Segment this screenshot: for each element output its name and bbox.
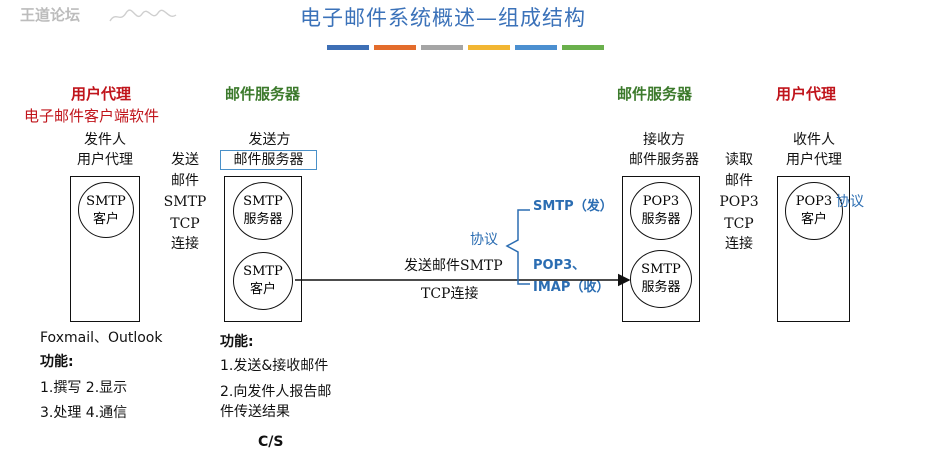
sender-label-line2: 用户代理: [77, 152, 133, 168]
client-server-label: C/S: [258, 434, 284, 450]
link-left-line1: 发送: [171, 152, 199, 168]
protocol-brace: [505, 209, 530, 285]
imap-receive-label: IMAP（收）: [533, 280, 610, 295]
link-left-line5: 连接: [171, 236, 199, 252]
title-color-bar-6: [562, 45, 604, 50]
server-functions-line2: 2.向发件人报告邮: [220, 384, 332, 400]
server-functions-line1: 1.发送&接收邮件: [220, 358, 329, 374]
send-server-bottom-line1: SMTP: [243, 264, 283, 279]
sender-label-line1: 发件人: [84, 132, 126, 148]
send-server-bottom-line2: 客户: [249, 282, 276, 297]
receiver-label-line1: 收件人: [793, 132, 835, 148]
recv-server-bottom-line1: SMTP: [641, 262, 681, 277]
pop3-label: POP3、: [533, 258, 586, 273]
protocol-label-right: 协议: [836, 194, 864, 210]
smtp-send-label: SMTP（发）: [533, 199, 613, 214]
sender-circle-line2: 客户: [92, 212, 119, 227]
header-user-agent-left-subtitle: 电子邮件客户端软件: [24, 107, 160, 125]
client-apps-label: Foxmail、Outlook: [40, 330, 163, 346]
link-left-line2: 邮件: [171, 173, 199, 189]
title-color-bar-4: [468, 45, 510, 50]
link-right-line1: 读取: [725, 152, 753, 168]
title-color-bar-2: [374, 45, 416, 50]
header-user-agent-right: 用户代理: [776, 85, 837, 103]
recv-server-smtp-server-circle: SMTP 服务器: [630, 250, 692, 308]
header-mail-server-left: 邮件服务器: [225, 85, 301, 103]
recv-server-pop3-server-circle: POP3 服务器: [630, 182, 692, 240]
send-server-top-line2: 服务器: [243, 212, 283, 227]
header-user-agent-left: 用户代理: [71, 85, 132, 103]
client-functions-title: 功能:: [40, 354, 74, 370]
recv-server-top-line2: 服务器: [641, 212, 681, 227]
header-mail-server-right: 邮件服务器: [617, 85, 693, 103]
link-left-line4: TCP: [170, 216, 200, 232]
recv-server-bottom-line2: 服务器: [641, 280, 681, 295]
send-mail-smtp-label: 发送邮件SMTP: [404, 258, 503, 274]
send-server-label-line1: 发送方: [248, 132, 291, 148]
send-server-label-line2: 邮件服务器: [220, 150, 317, 171]
recv-server-label-line2: 邮件服务器: [629, 152, 699, 168]
send-server-smtp-server-circle: SMTP 服务器: [233, 182, 293, 240]
link-right-line4: TCP: [724, 216, 754, 232]
receiver-circle-line2: 客户: [800, 212, 827, 227]
tcp-connection-label: TCP连接: [421, 286, 479, 302]
sender-smtp-client-circle: SMTP 客户: [78, 182, 134, 238]
protocol-label-mid: 协议: [470, 232, 498, 248]
client-functions-line2: 3.处理 4.通信: [40, 405, 128, 421]
recv-server-label-line1: 接收方: [643, 132, 685, 148]
link-left-line3: SMTP: [163, 194, 207, 210]
client-functions-line1: 1.撰写 2.显示: [40, 380, 128, 396]
send-server-top-line1: SMTP: [243, 194, 283, 209]
title-color-bar-3: [421, 45, 463, 50]
link-right-line2: 邮件: [725, 173, 753, 189]
receiver-label-line2: 用户代理: [786, 152, 842, 168]
title-color-bar-1: [327, 45, 369, 50]
link-right-line5: 连接: [725, 236, 753, 252]
page-title: 电子邮件系统概述—组成结构: [300, 6, 586, 30]
forum-watermark: 王道论坛: [20, 6, 81, 24]
server-functions-line3: 件传送结果: [220, 404, 290, 420]
receiver-circle-line1: POP3: [795, 194, 833, 209]
send-server-smtp-client-circle: SMTP 客户: [233, 252, 293, 310]
receiver-pop3-client-circle: POP3 客户: [785, 182, 843, 240]
title-color-bar-5: [515, 45, 557, 50]
signature-watermark: [108, 9, 178, 25]
server-functions-title: 功能:: [220, 334, 254, 350]
recv-server-top-line1: POP3: [642, 194, 680, 209]
link-right-line3: POP3: [719, 194, 759, 210]
sender-circle-line1: SMTP: [86, 194, 126, 209]
